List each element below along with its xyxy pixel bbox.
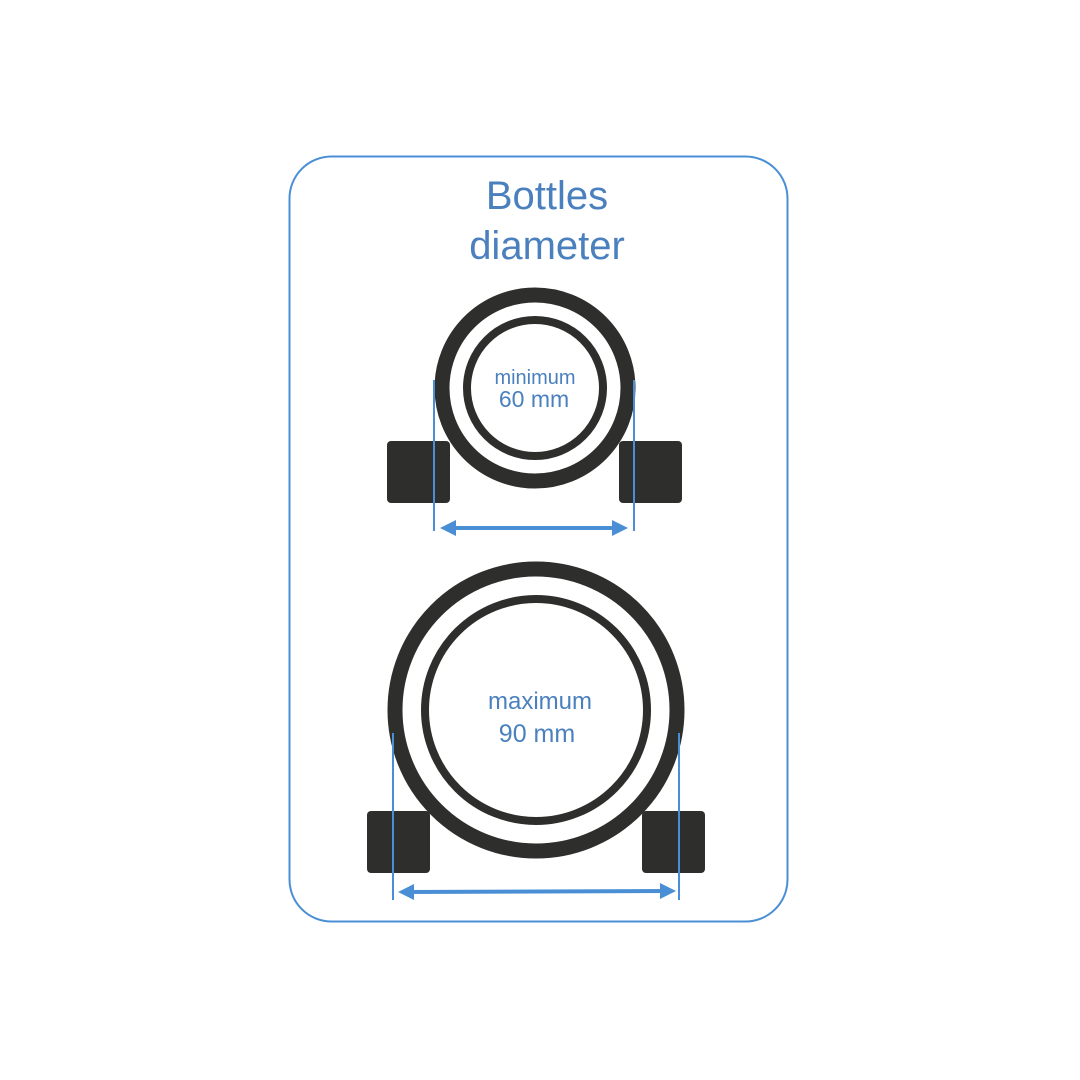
dimension-arrow	[405, 889, 669, 894]
minimum-bottle-group: minimum 60 mm	[387, 287, 682, 536]
right-holder-block	[619, 441, 682, 503]
left-holder-block	[367, 811, 430, 873]
left-holder-block	[387, 441, 450, 503]
right-holder-block	[642, 811, 705, 873]
arrow-head-right	[612, 520, 628, 536]
maximum-bottle-group: maximum 90 mm	[367, 561, 705, 900]
arrow-head-left	[398, 884, 414, 900]
minimum-value: 60 mm	[499, 386, 569, 412]
arrow-head-left	[440, 520, 456, 536]
minimum-label: minimum	[494, 367, 575, 389]
title-line-2: diameter	[469, 224, 625, 268]
arrow-head-right	[660, 883, 676, 899]
maximum-label: maximum	[488, 688, 592, 715]
bottle-circle	[463, 316, 607, 460]
card-border	[288, 155, 789, 923]
maximum-value: 90 mm	[499, 720, 575, 748]
bottle-circle	[421, 595, 651, 825]
title-line-1: Bottles	[486, 174, 608, 218]
